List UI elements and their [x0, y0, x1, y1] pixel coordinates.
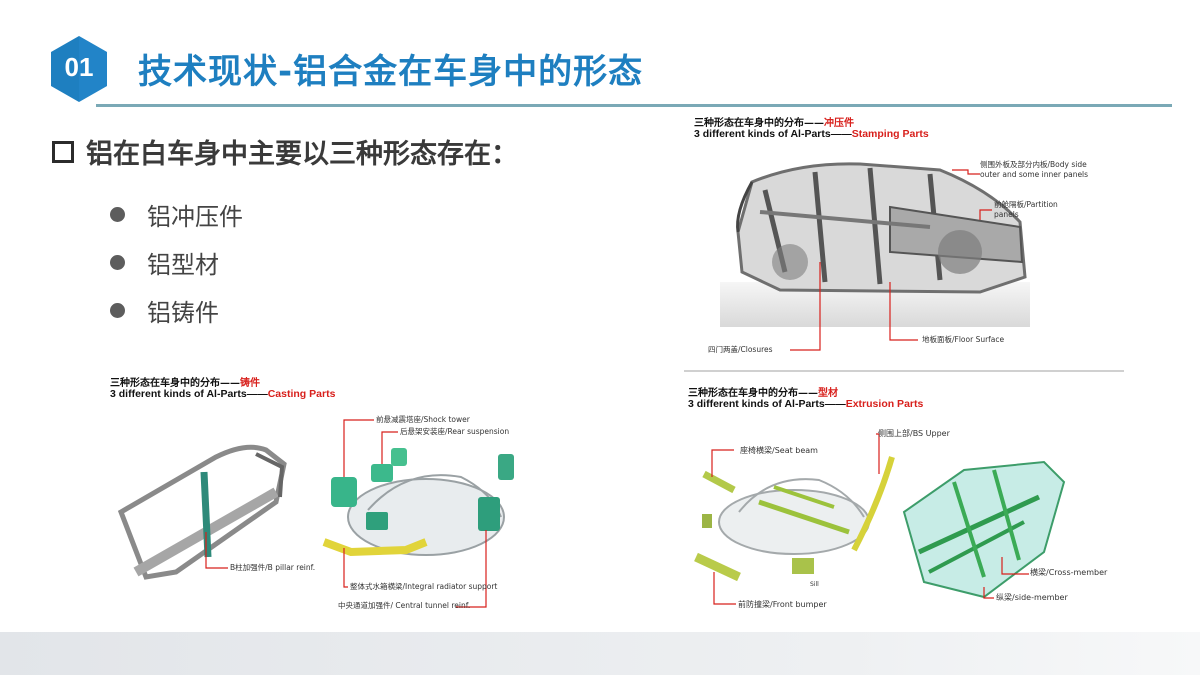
label-closures: 四门两盖/Closures	[708, 345, 773, 354]
list-item: 铝铸件	[110, 286, 243, 334]
casting-parts-figure: 三种形态在车身中的分布——铸件 3 different kinds of Al-…	[106, 372, 526, 617]
extrusion-caption-cn: 三种形态在车身中的分布——型材	[688, 388, 838, 399]
label-side-member: 纵梁/side-member	[996, 593, 1068, 602]
label-seat-beam: 座椅横梁/Seat beam	[740, 446, 818, 455]
label-body-side: 侧围外板及部分内板/Body side outer and some inner…	[980, 160, 1089, 179]
label-sill: Sill	[810, 581, 819, 588]
label-partition: 前舱隔板/Partition panels	[994, 200, 1058, 219]
section-number: 01	[64, 52, 94, 82]
list-item: 铝型材	[110, 238, 243, 286]
heading-text: 铝在白车身中主要以三种形态存在：	[86, 139, 518, 170]
label-central-tunnel: 中央通道加强件/ Central tunnel reinf.	[338, 601, 471, 610]
label-radiator-support: 整体式水箱横梁/Integral radiator support	[350, 582, 498, 591]
label-shock-tower: 前悬减震塔座/Shock tower	[376, 415, 470, 424]
page-title: 技术现状-铝合金在车身中的形态	[138, 52, 644, 92]
extrusion-parts-image	[694, 433, 1066, 605]
stamping-caption-cn: 三种形态在车身中的分布——冲压件	[694, 118, 854, 129]
footer-band	[0, 632, 1200, 675]
title-divider	[96, 104, 1172, 107]
section-heading: 铝在白车身中主要以三种形态存在：	[52, 132, 518, 171]
bullet-dot-icon	[110, 302, 125, 318]
extrusion-parts-figure: 三种形态在车身中的分布——型材 3 different kinds of Al-…	[684, 382, 1134, 618]
bullet-dot-icon	[110, 254, 125, 270]
label-b-pillar: B柱加强件/B pillar reinf.	[230, 563, 316, 572]
figure-divider	[684, 370, 1124, 372]
casting-parts-image	[117, 419, 514, 608]
section-badge: 01	[48, 34, 110, 104]
label-bs-upper: 侧围上部/BS Upper	[878, 429, 950, 438]
label-front-bumper: 前防撞梁/Front bumper	[738, 600, 827, 609]
car-body-in-white-image	[720, 162, 1030, 351]
bullet-list: 铝冲压件 铝型材 铝铸件	[110, 190, 243, 334]
label-rear-suspension: 后悬架安装座/Rear suspension	[400, 427, 510, 436]
stamping-parts-figure: 三种形态在车身中的分布——冲压件 3 different kinds of Al…	[690, 112, 1150, 362]
label-floor: 地板面板/Floor Surface	[922, 335, 1005, 344]
extrusion-caption-en: 3 different kinds of Al-Parts——Extrusion…	[688, 398, 924, 410]
bullet-dot-icon	[110, 206, 125, 222]
stamping-caption-en: 3 different kinds of Al-Parts——Stamping …	[694, 128, 929, 140]
label-cross-member: 横梁/Cross-member	[1030, 568, 1108, 577]
casting-caption-en: 3 different kinds of Al-Parts——Casting P…	[110, 388, 336, 400]
square-bullet-icon	[52, 140, 74, 163]
casting-caption-cn: 三种形态在车身中的分布——铸件	[110, 378, 260, 389]
list-item: 铝冲压件	[110, 190, 243, 238]
